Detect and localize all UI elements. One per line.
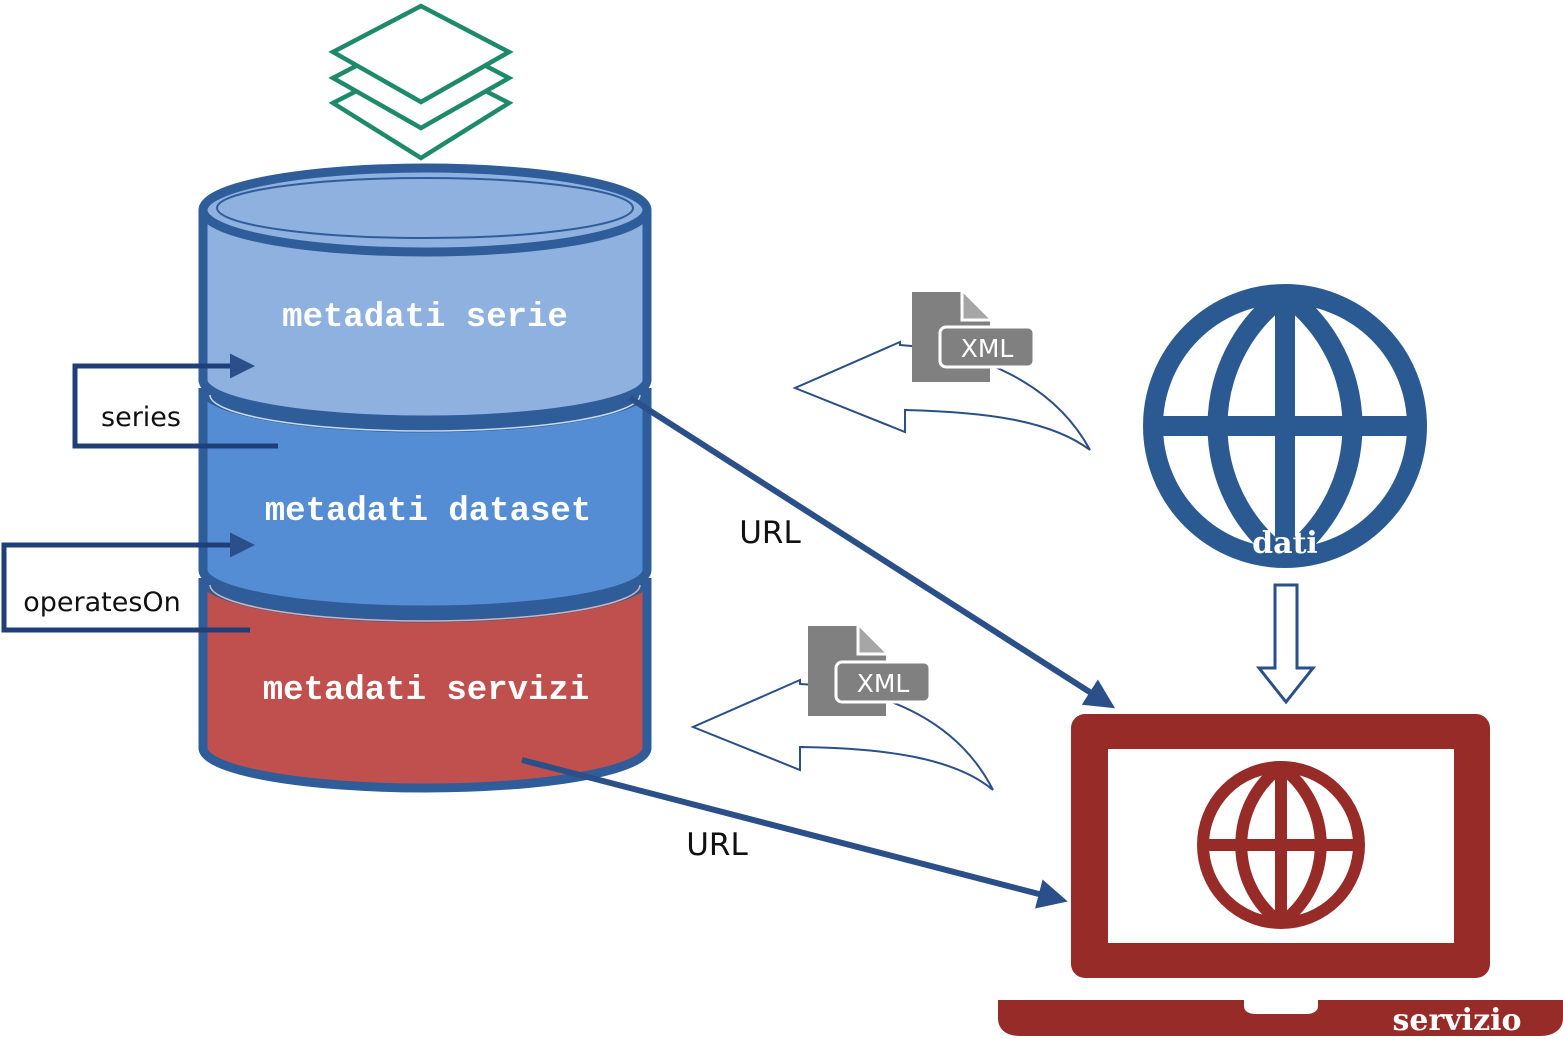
operates-on-label: operatesOn: [23, 587, 181, 618]
globe-label: dati: [1252, 526, 1318, 561]
operates-on-relation: operatesOn: [1, 532, 255, 633]
laptop-label: servizio: [1392, 1003, 1521, 1038]
curved-arrow-top: [792, 340, 1091, 451]
url-label-dataset: URL: [739, 515, 801, 551]
series-relation: series: [72, 353, 278, 449]
db-layer-dataset: [198, 387, 652, 615]
layers-stack-icon: [328, 3, 514, 161]
db-top-lid: [198, 163, 652, 257]
database-cylinder: metadati serie metadati dataset metadati…: [198, 163, 652, 793]
xml-label-bottom: XML: [857, 669, 910, 698]
xml-file-icon-top: XML: [912, 292, 1036, 382]
down-arrow: [1255, 583, 1317, 705]
laptop-screen-globe-icon: [1197, 761, 1365, 929]
series-label: series: [101, 402, 181, 433]
globe-icon: [1143, 284, 1427, 568]
url-link-servizi: URL: [521, 757, 1068, 909]
db-layer-servizi: [198, 577, 652, 793]
xml-label-top: XML: [961, 334, 1014, 363]
db-layer-serie: [198, 210, 652, 425]
xml-file-icon-bottom: XML: [808, 626, 932, 716]
layer-label-dataset: metadati dataset: [265, 493, 591, 531]
layer-label-servizi: metadati servizi: [263, 672, 589, 710]
url-link-dataset: URL: [628, 395, 1116, 709]
db-top-lid-inner: [216, 177, 634, 239]
curved-arrow-bottom: [690, 678, 994, 791]
layer-label-serie: metadati serie: [282, 299, 568, 337]
url-label-servizi: URL: [686, 827, 748, 863]
